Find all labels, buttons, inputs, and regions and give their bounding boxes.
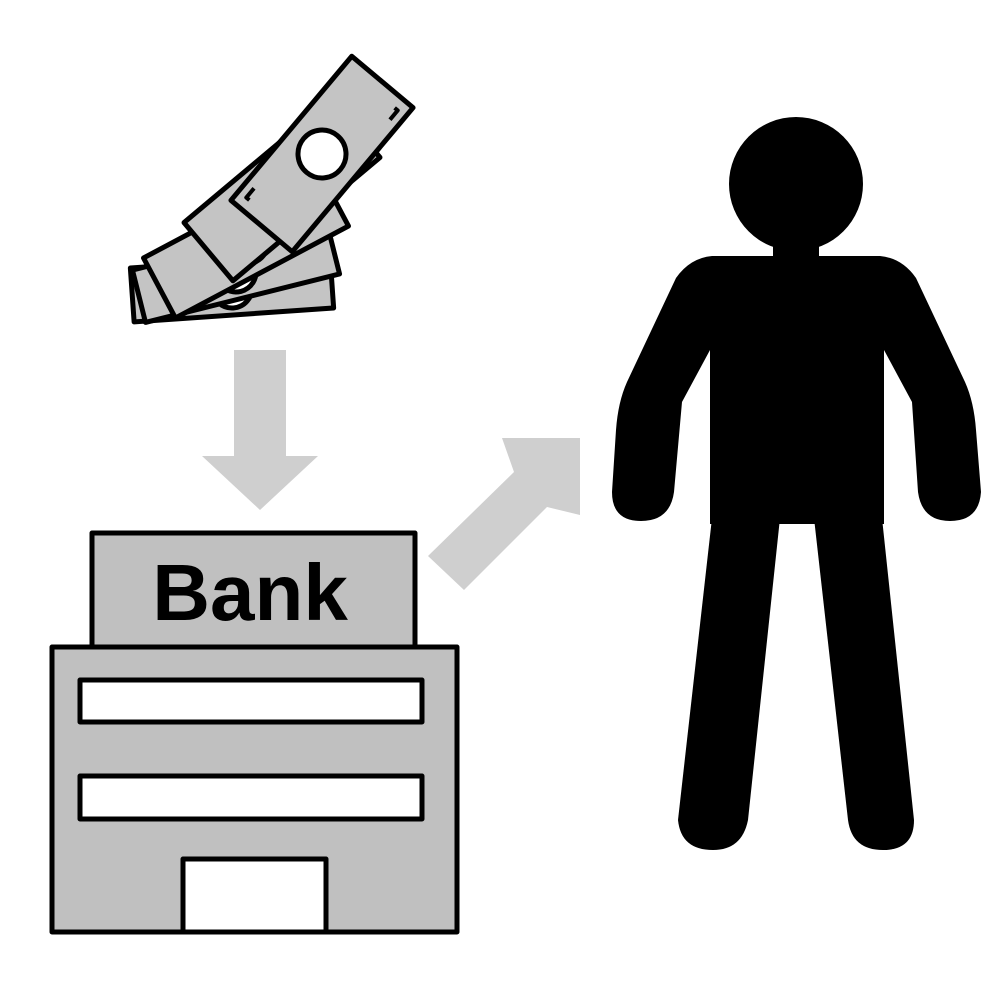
person-leg-left: [678, 518, 780, 850]
bank-sign-label: Bank: [152, 548, 348, 637]
arrow-up-right-icon: [428, 438, 580, 590]
person-icon: [612, 117, 981, 850]
person-leg-right: [814, 518, 914, 850]
cash-bills-icon: [127, 53, 416, 325]
arrow-down-icon: [202, 350, 318, 510]
bank-door: [180, 856, 329, 935]
bank-building-icon: [49, 530, 460, 935]
bank-sign: [89, 530, 418, 651]
bank-window-bottom: [77, 773, 425, 822]
bank-window-top: [77, 677, 425, 725]
person-torso-arms: [612, 256, 981, 524]
person-head: [729, 117, 863, 251]
